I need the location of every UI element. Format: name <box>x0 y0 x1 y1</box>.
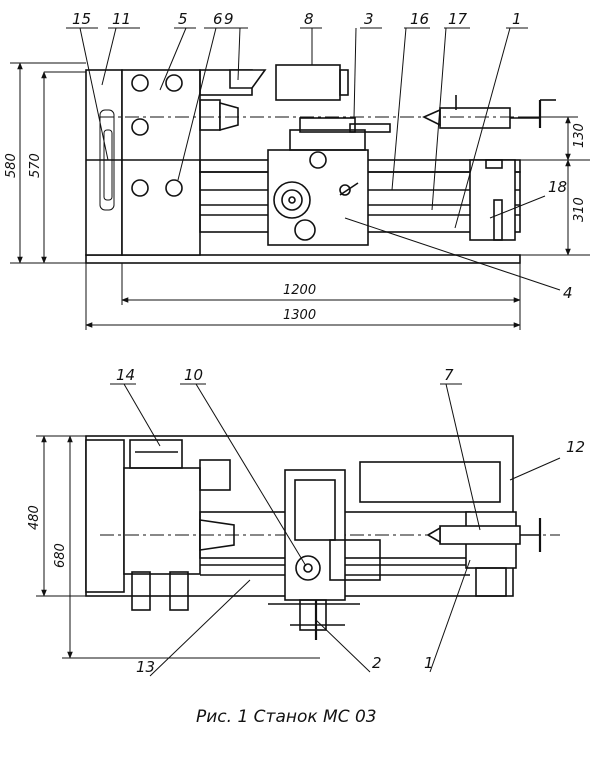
label-4: 4 <box>563 284 573 302</box>
dim-1300: 1300 <box>283 308 316 323</box>
label-8: 8 <box>304 10 314 28</box>
label-2: 2 <box>372 654 382 672</box>
tailstock-quill <box>439 107 511 129</box>
part-9 <box>229 69 267 89</box>
plan-view-labels: 14 10 7 12 13 2 1 <box>110 366 585 677</box>
part-14 <box>129 439 183 469</box>
label-13: 13 <box>136 658 155 676</box>
label-14: 14 <box>116 366 135 384</box>
dim-480: 480 <box>27 505 42 530</box>
label-17: 17 <box>448 10 468 28</box>
compound-rest <box>289 129 366 151</box>
part-12 <box>359 461 501 503</box>
label-9: 9 <box>224 10 234 28</box>
label-3: 3 <box>364 10 374 28</box>
dim-310: 310 <box>572 197 587 222</box>
dim-130: 130 <box>572 123 587 148</box>
label-1: 1 <box>512 10 522 28</box>
machine-base <box>85 254 521 264</box>
label-18: 18 <box>548 178 567 196</box>
motor <box>275 64 341 101</box>
dim-580: 580 <box>4 153 19 178</box>
label-6: 6 <box>213 10 223 28</box>
label-12: 12 <box>566 438 585 456</box>
plan-view <box>85 435 560 640</box>
tailstock <box>469 159 516 241</box>
label-1-plan: 1 <box>424 654 434 672</box>
plan-gear-cover <box>85 439 125 593</box>
front-view <box>85 64 560 264</box>
dim-1200: 1200 <box>283 283 316 298</box>
label-11: 11 <box>112 10 131 28</box>
label-7: 7 <box>444 366 454 384</box>
label-15: 15 <box>72 10 91 28</box>
plan-view-dimensions: 480 680 <box>27 435 320 659</box>
dim-680: 680 <box>53 543 68 568</box>
dim-570: 570 <box>28 153 43 178</box>
apron <box>267 149 369 246</box>
plan-headstock <box>123 467 201 575</box>
front-view-labels: 15 11 5 6 9 8 3 16 17 1 18 4 <box>66 10 573 302</box>
label-5: 5 <box>178 10 188 28</box>
label-10: 10 <box>184 366 203 384</box>
label-16: 16 <box>410 10 429 28</box>
figure-caption: Рис. 1 Станок МС 03 <box>196 707 377 727</box>
headstock <box>121 69 201 256</box>
front-view-dimensions: 580 570 130 310 1200 1300 <box>4 62 590 330</box>
